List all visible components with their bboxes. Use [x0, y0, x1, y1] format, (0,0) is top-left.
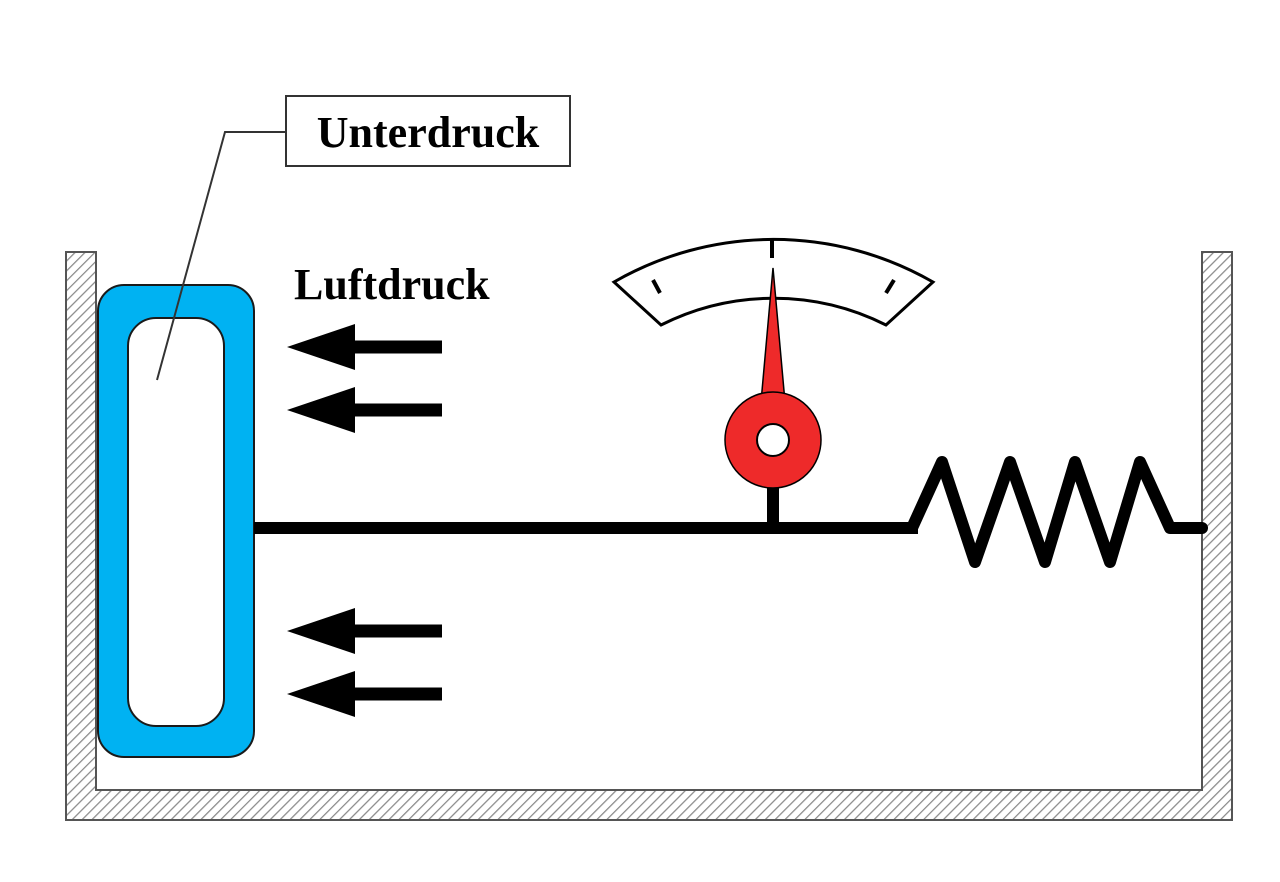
vacuum-callout: Unterdruck	[156, 95, 571, 381]
left-arrow-icon	[287, 671, 442, 717]
housing-wall	[65, 251, 1233, 821]
spring-coil	[906, 456, 1208, 568]
gauge-tick-right	[884, 278, 896, 295]
rod	[254, 478, 918, 534]
left-arrow-icon	[287, 387, 442, 433]
vacuum-leader-line	[156, 131, 286, 381]
spring-icon	[906, 456, 1208, 568]
pointer-hub-hole	[756, 423, 790, 457]
vacuum-label-box	[285, 95, 571, 167]
air-pressure-arrows	[287, 324, 442, 717]
left-arrow-icon	[287, 324, 442, 370]
air-pressure-label: Luftdruck	[294, 260, 490, 309]
capsule-inner	[127, 317, 225, 727]
pointer	[724, 267, 822, 489]
left-arrow-icon	[287, 608, 442, 654]
vacuum-capsule	[97, 284, 255, 758]
vacuum-label: Unterdruck	[317, 108, 540, 157]
gauge-tick-left	[651, 279, 662, 294]
housing	[65, 251, 1233, 821]
